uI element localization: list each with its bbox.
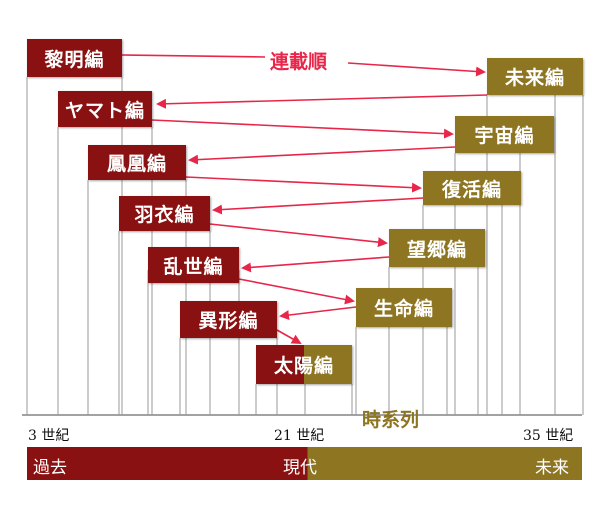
chapter-resurrection: 復活編: [423, 171, 521, 205]
chapter-future: 未来編: [487, 58, 583, 95]
era-future-label: 未来: [535, 458, 569, 478]
chapter-karma: 鳳凰編: [88, 145, 186, 180]
era-bar: 過去 現代 未来: [27, 447, 582, 480]
chapter-nostalgia: 望郷編: [389, 229, 485, 267]
chronology-label: 時系列: [362, 409, 420, 431]
chapter-civil-war: 乱世編: [148, 247, 239, 283]
serialization-order-label: 連載順: [270, 51, 328, 73]
chapter-dawn: 黎明編: [27, 39, 122, 77]
tick-35th-century: 35 世紀: [523, 428, 574, 444]
chapter-robe-of-feathers: 羽衣編: [119, 196, 210, 231]
chapter-yamato: ヤマト編: [58, 91, 152, 127]
chapter-life: 生命編: [356, 288, 452, 327]
era-past-label: 過去: [33, 458, 67, 478]
chapter-sun: 太陽編: [256, 345, 352, 384]
chapter-space: 宇宙編: [455, 116, 554, 153]
order-arrows: [121, 54, 488, 344]
chapter-strange-beings: 異形編: [180, 301, 277, 338]
tick-21st-century: 21 世紀: [274, 428, 325, 444]
era-present-label: 現代: [283, 458, 317, 478]
tick-3rd-century: 3 世紀: [28, 428, 70, 444]
